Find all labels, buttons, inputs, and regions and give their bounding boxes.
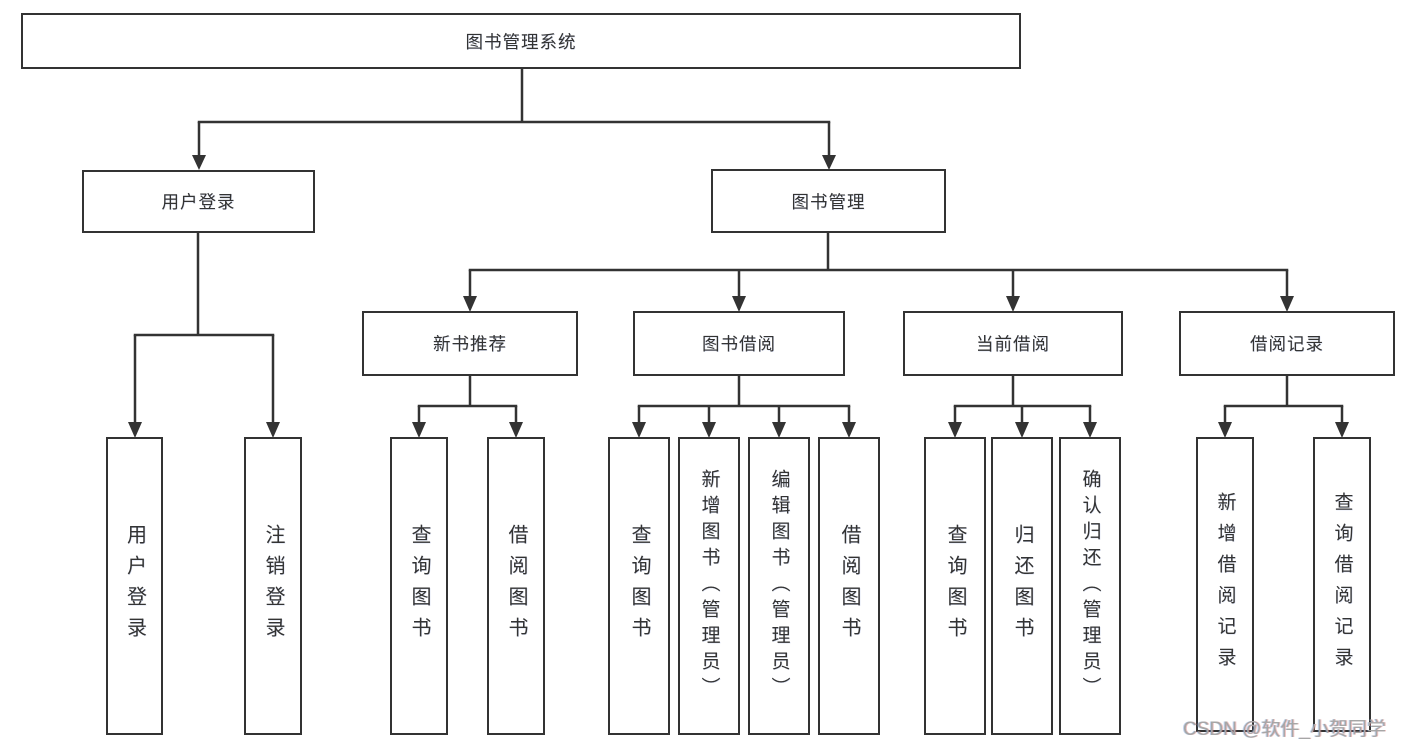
leaf-label: 用户登录 [123, 524, 146, 648]
leaf-label: 编辑图书（管理员） [768, 469, 790, 703]
leaf-user-login: 用户登录 [106, 437, 163, 735]
leaf-edit-book-admin: 编辑图书（管理员） [748, 437, 810, 735]
leaf-label: 查询图书 [944, 524, 966, 648]
node-label: 用户登录 [161, 192, 236, 212]
leaf-logout: 注销登录 [244, 437, 302, 735]
node-current-borrow: 当前借阅 [903, 311, 1123, 376]
node-label: 当前借阅 [976, 334, 1050, 354]
leaf-label: 新增图书（管理员） [698, 469, 720, 703]
node-new-book-recommend: 新书推荐 [362, 311, 578, 376]
leaf-label: 查询图书 [628, 524, 650, 648]
leaf-confirm-return-admin: 确认归还（管理员） [1059, 437, 1121, 735]
leaf-label: 新增借阅记录 [1214, 491, 1236, 678]
node-label: 借阅记录 [1250, 334, 1324, 354]
leaf-query-borrow-record: 查询借阅记录 [1313, 437, 1371, 732]
leaf-label: 借阅图书 [838, 524, 860, 648]
node-borrow-records: 借阅记录 [1179, 311, 1395, 376]
node-user-login: 用户登录 [82, 170, 315, 233]
leaf-query-book-borrow: 查询图书 [608, 437, 670, 735]
csdn-watermark: CSDN @软件_小贺同学 [1183, 719, 1386, 740]
node-label: 图书管理系统 [465, 31, 577, 52]
leaf-query-book-current: 查询图书 [924, 437, 986, 735]
leaf-label: 查询借阅记录 [1331, 491, 1353, 678]
leaf-label: 注销登录 [262, 524, 284, 648]
leaf-add-book-admin: 新增图书（管理员） [678, 437, 740, 735]
node-book-management: 图书管理 [711, 169, 946, 233]
leaf-query-book-recommend: 查询图书 [390, 437, 448, 735]
leaf-label: 查询图书 [408, 524, 430, 648]
leaf-borrow-book-recommend: 借阅图书 [487, 437, 545, 735]
leaf-add-borrow-record: 新增借阅记录 [1196, 437, 1254, 732]
node-label: 图书借阅 [702, 334, 776, 354]
leaf-label: 借阅图书 [505, 524, 527, 648]
leaf-borrow-book: 借阅图书 [818, 437, 880, 735]
node-label: 图书管理 [791, 191, 866, 212]
leaf-label: 确认归还（管理员） [1079, 469, 1101, 703]
leaf-label: 归还图书 [1011, 524, 1033, 648]
node-book-borrow: 图书借阅 [633, 311, 845, 376]
node-label: 新书推荐 [433, 334, 507, 354]
leaf-return-book: 归还图书 [991, 437, 1053, 735]
node-root-library-system: 图书管理系统 [21, 13, 1021, 69]
